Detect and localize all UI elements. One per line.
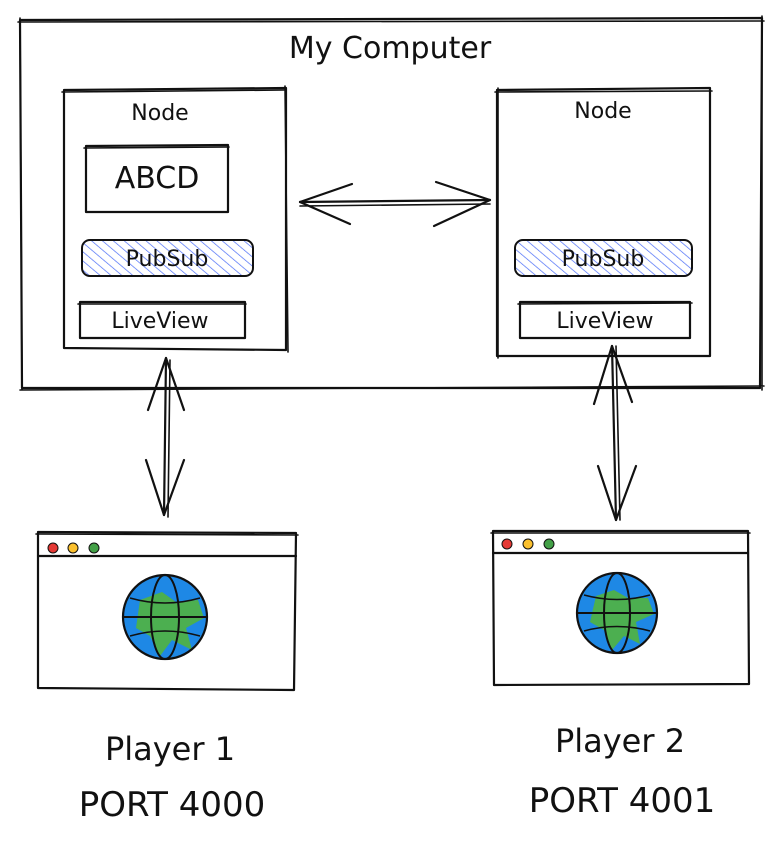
pubsub-right-label: PubSub	[562, 247, 645, 272]
pubsub-left: PubSub	[81, 239, 254, 277]
player-1-name: Player 1	[105, 730, 235, 768]
liveview-right: LiveView	[517, 300, 693, 340]
liveview-left: LiveView	[77, 300, 247, 340]
double-arrow-icon	[298, 180, 492, 228]
player-1-port: PORT 4000	[79, 785, 266, 825]
pubsub-right: PubSub	[514, 239, 693, 277]
player-2-name: Player 2	[555, 722, 685, 760]
liveview-left-label: LiveView	[111, 309, 208, 334]
browser-window-player-2	[490, 529, 751, 687]
node-left-label: Node	[131, 101, 188, 126]
state-box-text: ABCD	[115, 161, 200, 196]
player-2-port: PORT 4001	[529, 781, 716, 821]
computer-title: My Computer	[289, 31, 492, 66]
globe-icon	[121, 573, 209, 661]
node-right: Node PubSub LiveView	[494, 86, 713, 359]
globe-icon	[575, 571, 659, 655]
window-dots-icon	[501, 538, 555, 550]
computer-box: My Computer	[17, 15, 765, 391]
double-arrow-icon	[592, 344, 638, 522]
liveview-right-label: LiveView	[556, 309, 653, 334]
window-dots-icon	[47, 542, 100, 554]
pubsub-left-label: PubSub	[126, 247, 209, 272]
browser-window-player-1	[35, 530, 299, 692]
state-box: ABCD	[83, 143, 230, 214]
node-left: Node ABCD PubSub LiveView	[61, 85, 289, 353]
node-right-label: Node	[574, 99, 631, 124]
double-arrow-icon	[144, 356, 186, 518]
